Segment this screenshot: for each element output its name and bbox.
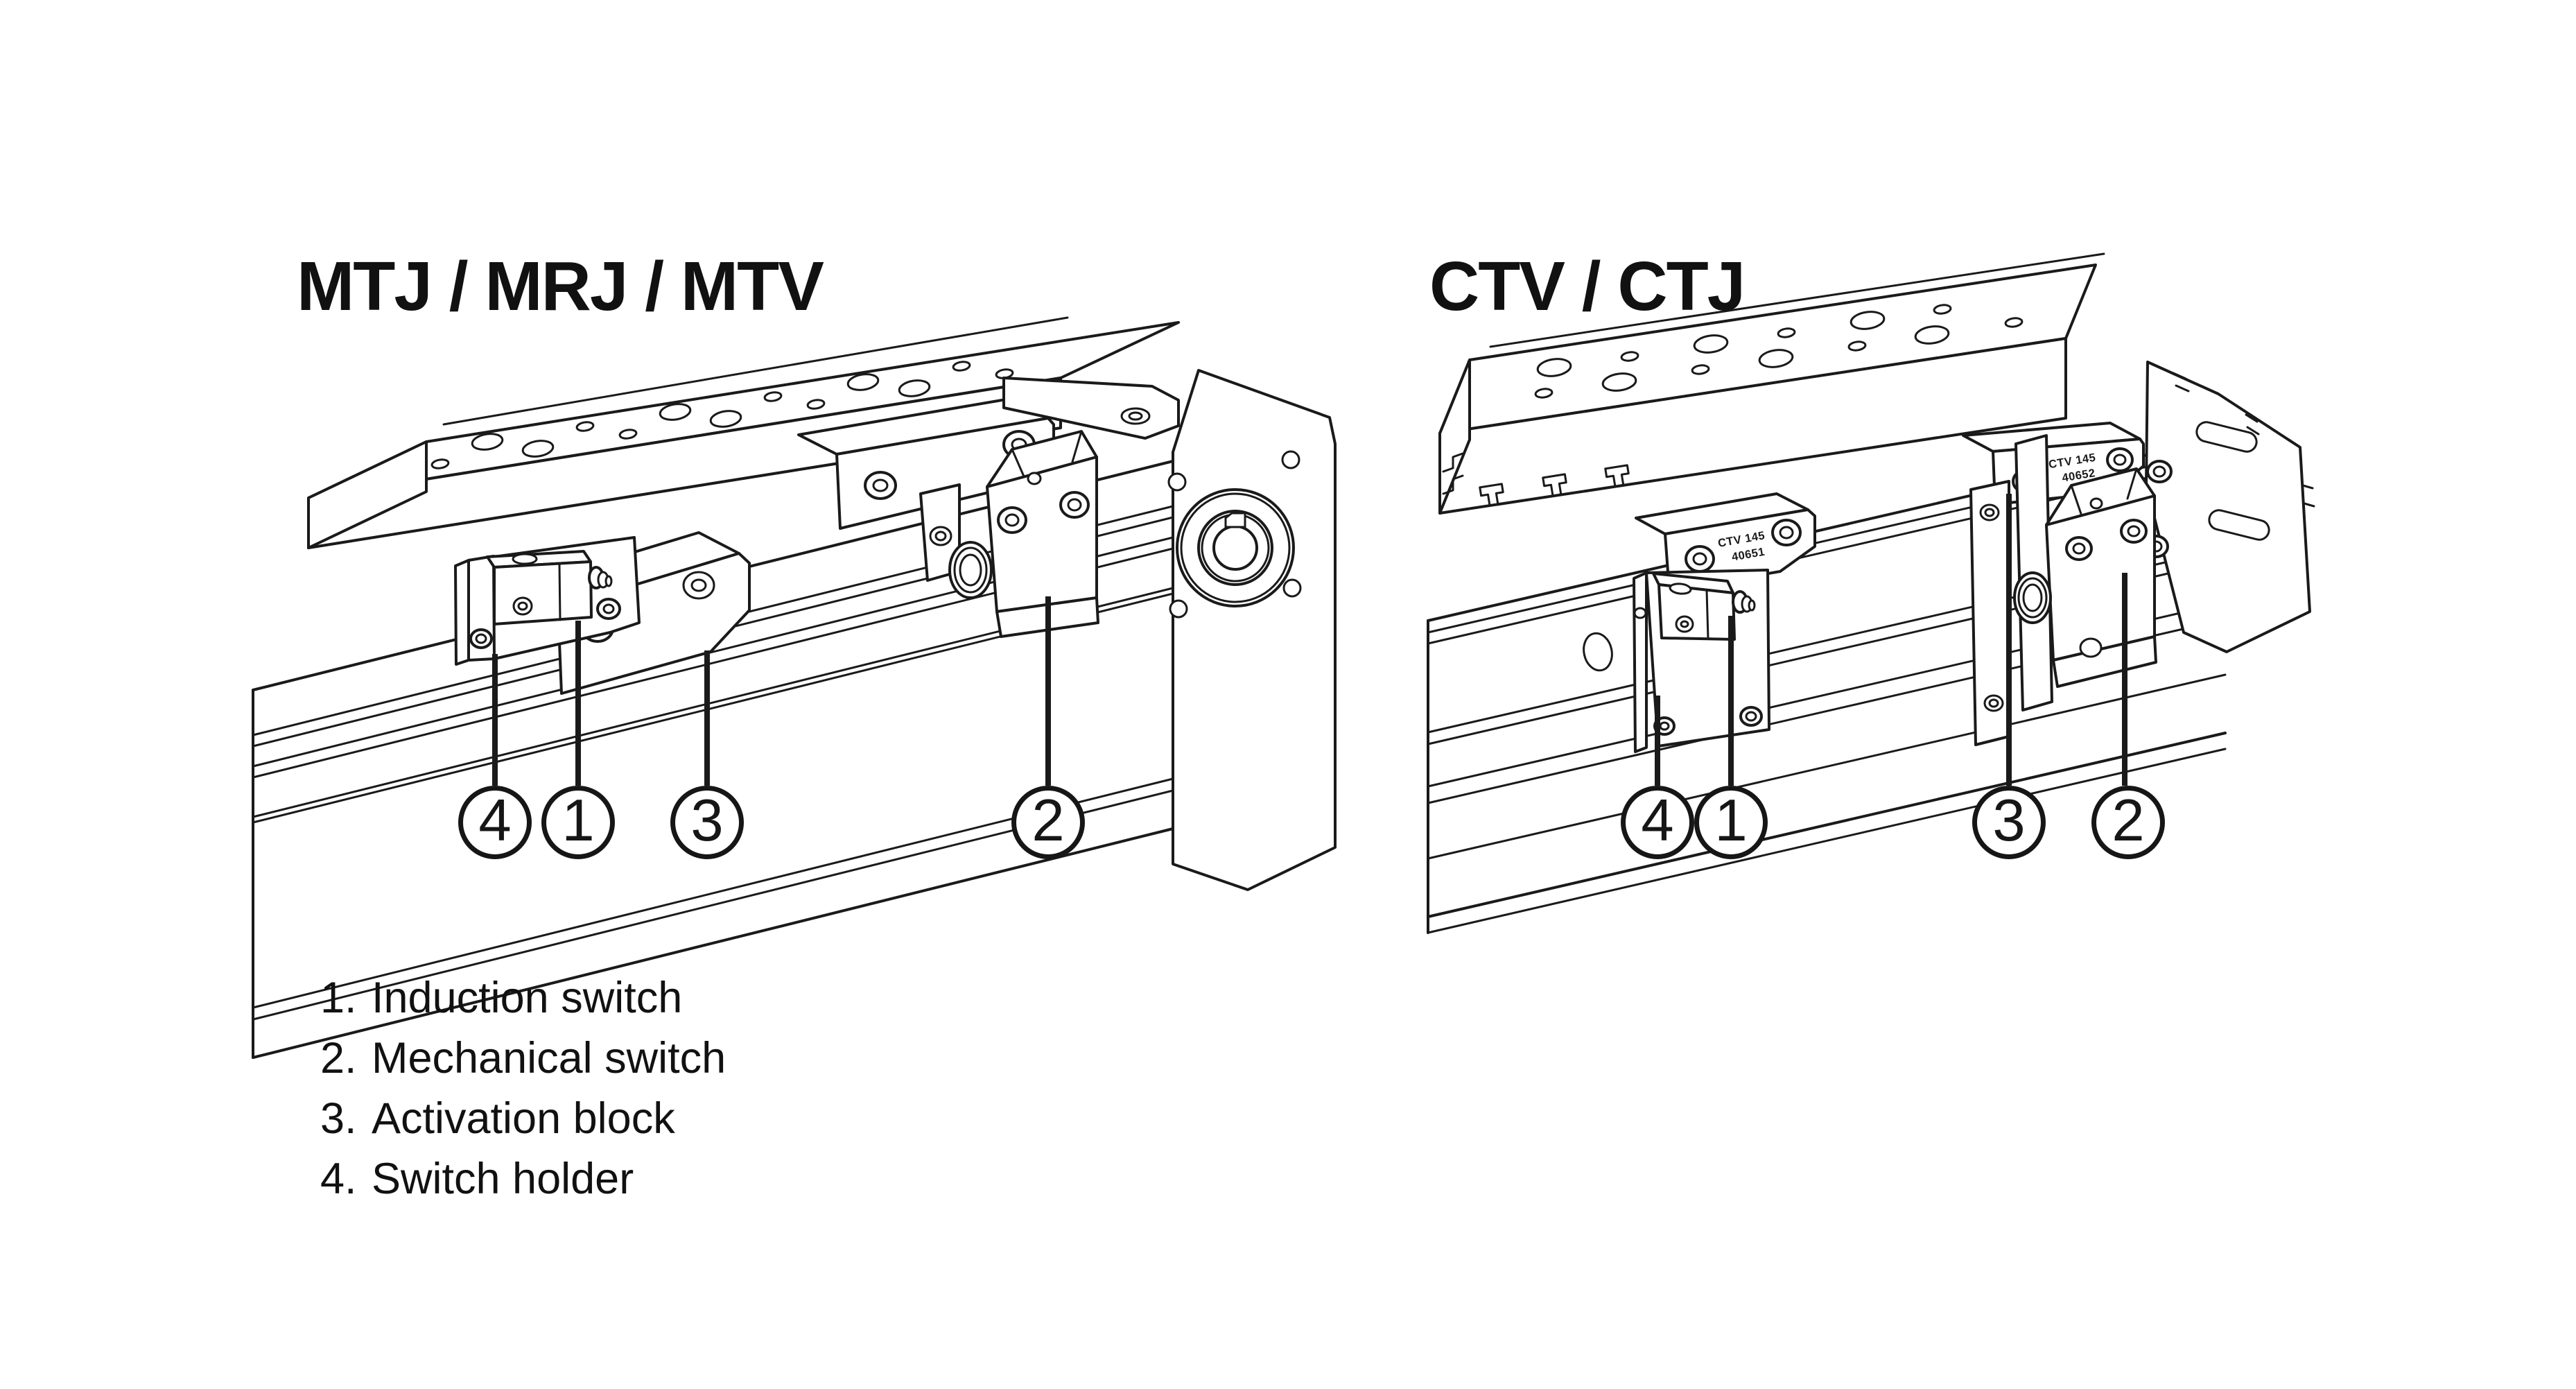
- end-assembly: [2014, 361, 2315, 711]
- leader-lines: [492, 596, 1051, 786]
- keyway: [1224, 512, 1246, 528]
- legend-number: 4.: [320, 1155, 357, 1203]
- mounting-holes: [430, 361, 1014, 469]
- diagram-title-mtj: MTJ / MRJ / MTV: [297, 248, 824, 325]
- legend-item-induction-switch: 1. Induction switch: [320, 968, 726, 1028]
- slot-holes: [1534, 304, 2024, 399]
- callout-right-2: 2: [2091, 786, 2165, 859]
- leader-lines: [1655, 494, 2127, 786]
- callout-left-3: 3: [670, 786, 744, 859]
- legend-label: Switch holder: [372, 1155, 634, 1203]
- mechanical-switch: [1969, 467, 2157, 746]
- legend-number: 1.: [320, 974, 357, 1022]
- diagram-title-ctv: CTV / CTJ: [1429, 248, 1746, 325]
- callout-number: 3: [690, 788, 724, 854]
- callout-number: 2: [2112, 788, 2145, 854]
- switch-barrel: [2013, 571, 2052, 624]
- callout-right-3: 3: [1972, 786, 2046, 859]
- callout-left-4: 4: [458, 786, 532, 859]
- legend-label: Mechanical switch: [372, 1034, 726, 1082]
- carriage-table: [1438, 252, 2105, 515]
- end-block: [1167, 369, 1337, 891]
- callout-number: 4: [478, 788, 512, 854]
- callout-left-1: 1: [541, 786, 615, 859]
- legend-label: Activation block: [372, 1094, 675, 1143]
- legend-item-mechanical-switch: 2. Mechanical switch: [320, 1028, 726, 1089]
- callout-number: 2: [1032, 788, 1065, 854]
- callout-right-4: 4: [1621, 786, 1694, 859]
- motor-flange: [1176, 488, 1295, 607]
- callout-number: 3: [1992, 788, 2026, 854]
- switch-plunger: [588, 566, 613, 589]
- legend-item-switch-holder: 4. Switch holder: [320, 1149, 726, 1209]
- t-slot-notches: [1479, 464, 1630, 507]
- induction-switch: [1652, 572, 1756, 641]
- callout-number: 1: [1714, 788, 1748, 854]
- legend-item-activation-block: 3. Activation block: [320, 1089, 726, 1149]
- legend-number: 2.: [320, 1034, 357, 1082]
- callout-number: 1: [562, 788, 595, 854]
- legend: 1. Induction switch 2. Mechanical switch…: [320, 968, 726, 1209]
- legend-label: Induction switch: [372, 974, 683, 1022]
- legend-number: 3.: [320, 1094, 357, 1143]
- switch-barrel: [948, 541, 993, 599]
- induction-switch: [486, 550, 613, 626]
- mtj-diagram: [252, 316, 1337, 1059]
- ctv-diagram: CTV 145 40651 CTV 145 40652: [1427, 252, 2315, 934]
- carriage-plate: [307, 321, 1180, 549]
- switch-plunger: [1732, 590, 1756, 614]
- callout-right-1: 1: [1694, 786, 1768, 859]
- callout-left-2: 2: [1011, 786, 1085, 859]
- bumper-plate: [1002, 377, 1180, 440]
- callout-number: 4: [1641, 788, 1674, 854]
